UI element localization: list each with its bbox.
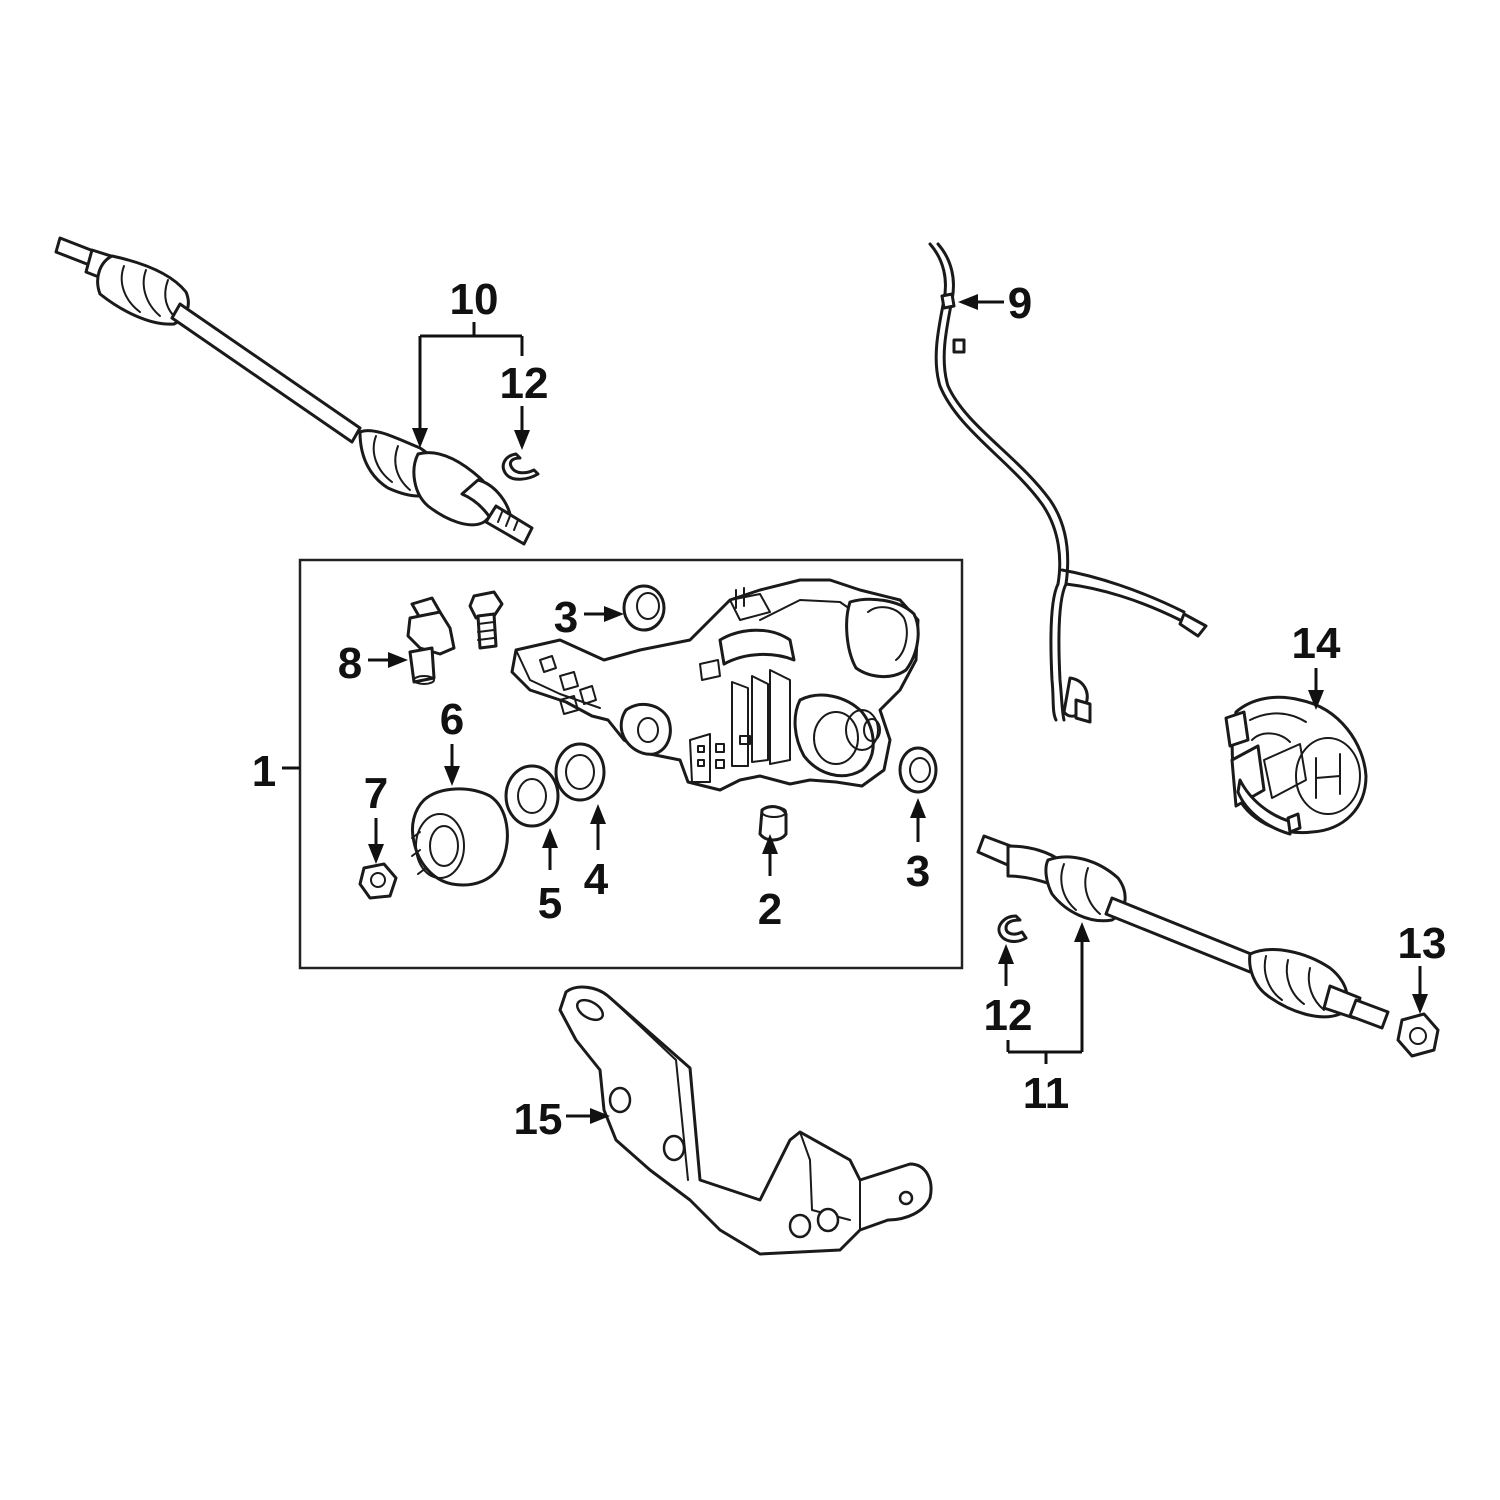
axle-shaft-right[interactable] [976, 834, 1390, 1030]
callout-10: 10 [450, 275, 499, 324]
callout-7: 7 [364, 769, 388, 818]
arrowhead-3-upper [604, 606, 624, 622]
callout-9: 9 [1008, 279, 1032, 328]
arrowhead-6 [444, 766, 460, 786]
seal-upper[interactable] [622, 584, 666, 632]
arrowhead-10 [412, 428, 428, 448]
callout-3-upper: 3 [554, 593, 578, 642]
callout-14: 14 [1292, 619, 1341, 668]
callout-5: 5 [538, 879, 562, 928]
callout-3-right: 3 [906, 847, 930, 896]
arrowhead-12-upper [514, 430, 530, 450]
differential-housing[interactable] [510, 578, 920, 792]
arrowhead-7 [368, 844, 384, 864]
callout-8: 8 [338, 639, 362, 688]
leader-11 [1006, 940, 1084, 1064]
leader-10 [418, 322, 524, 428]
arrowhead-8 [388, 652, 408, 668]
callout-12-lower: 12 [984, 991, 1033, 1040]
shim-5[interactable] [504, 764, 560, 828]
nut-7[interactable] [358, 862, 398, 900]
callout-15: 15 [514, 1095, 563, 1144]
callout-13: 13 [1398, 919, 1447, 968]
callout-6: 6 [440, 695, 464, 744]
flange-6[interactable] [410, 787, 509, 887]
callout-4: 4 [584, 855, 609, 904]
hub-nut-13[interactable] [1396, 1012, 1440, 1058]
arrowhead-9 [958, 294, 978, 310]
callout-1: 1 [252, 747, 276, 796]
callout-2: 2 [758, 885, 782, 934]
coupling-actuator[interactable] [1224, 695, 1368, 836]
arrowhead-3-right [910, 798, 926, 818]
circlip-upper[interactable] [501, 452, 540, 481]
axle-shaft-left[interactable] [54, 236, 534, 546]
arrowhead-12-lower [998, 944, 1014, 964]
arrowhead-14 [1308, 690, 1324, 710]
arrowhead-2 [762, 834, 778, 854]
bolt[interactable] [468, 590, 504, 650]
circlip-lower[interactable] [997, 914, 1028, 943]
mounting-bracket[interactable] [558, 985, 933, 1256]
seal-right[interactable] [898, 746, 938, 794]
arrowhead-13 [1412, 994, 1428, 1014]
arrowhead-11 [1074, 922, 1090, 942]
seal-4[interactable] [554, 742, 606, 802]
bushing-2[interactable] [758, 805, 788, 842]
assembly-group-frame [298, 558, 964, 970]
vent-hose[interactable] [928, 242, 1208, 724]
arrowhead-15 [590, 1108, 610, 1124]
arrowhead-4 [590, 804, 606, 824]
sensor-8[interactable] [406, 596, 456, 685]
callout-11: 11 [1023, 1069, 1070, 1118]
callout-12-upper: 12 [500, 359, 549, 408]
arrowhead-5 [542, 828, 558, 848]
